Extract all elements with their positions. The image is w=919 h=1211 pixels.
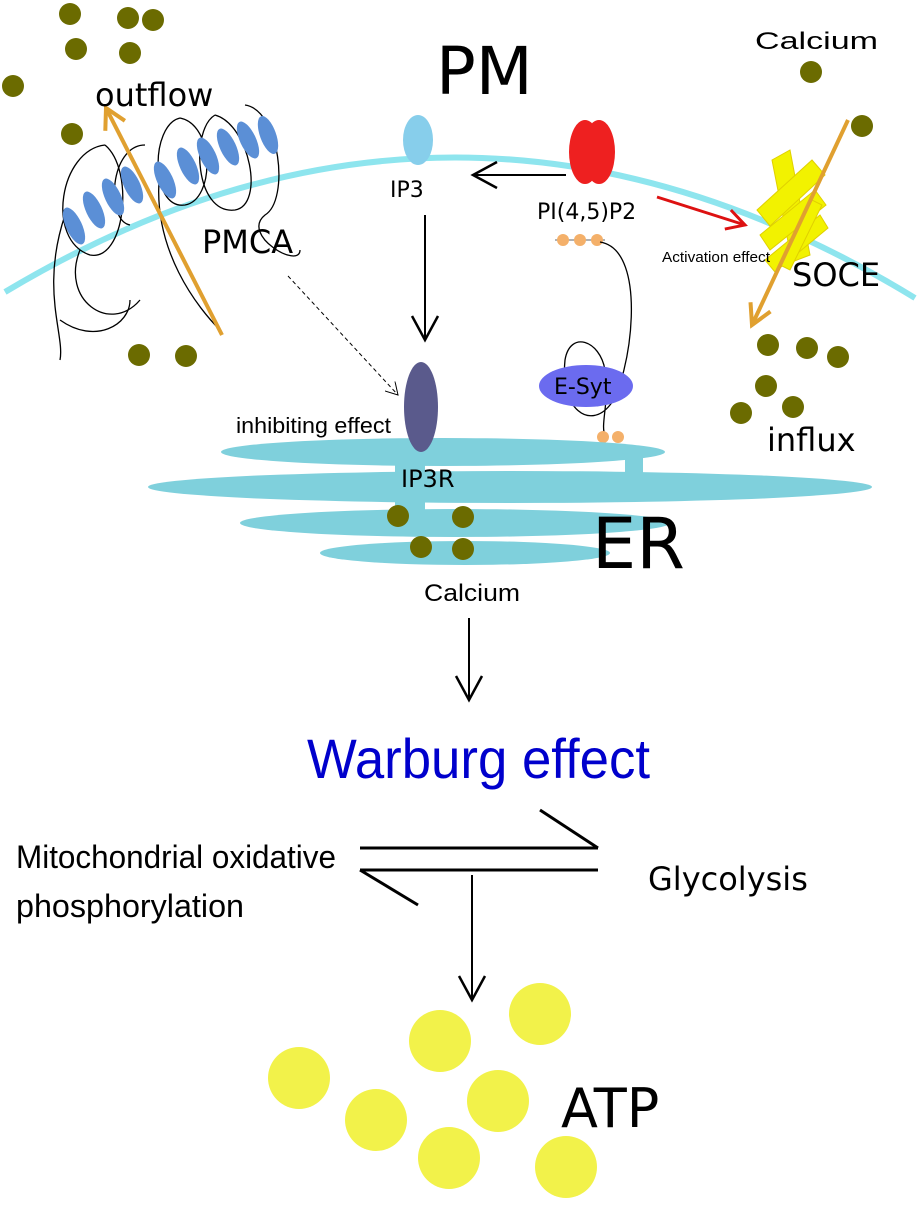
calcium-dot — [117, 7, 139, 29]
atp-dot — [467, 1070, 529, 1132]
label-glycolysis: Glycolysis — [648, 860, 808, 898]
pmca-segments — [62, 116, 279, 245]
ip3-molecule — [403, 115, 433, 165]
calcium-dot — [452, 538, 474, 560]
label-outflow: outflow — [95, 76, 213, 114]
label-warburg: Warburg effect — [307, 727, 650, 790]
label-atp: ATP — [561, 1077, 659, 1140]
label-calcium-top: Calcium — [755, 28, 878, 55]
calcium-dot — [119, 42, 141, 64]
lipid-heads-top — [555, 234, 605, 246]
calcium-dot — [61, 123, 83, 145]
calcium-dot — [782, 396, 804, 418]
atp-dot — [418, 1127, 480, 1189]
inhibiting-arrow — [287, 275, 398, 395]
calcium-dot — [755, 375, 777, 397]
atp-dot — [535, 1136, 597, 1198]
endoplasmic-reticulum — [148, 438, 872, 565]
influx-arrow — [752, 119, 850, 325]
pip2-molecule — [569, 120, 615, 184]
atp-dot — [345, 1089, 407, 1151]
atp-dot — [509, 983, 571, 1045]
label-influx: influx — [767, 421, 856, 459]
calcium-dot — [851, 115, 873, 137]
calcium-dot — [452, 506, 474, 528]
label-inhibiting-effect: inhibiting effect — [236, 413, 391, 438]
label-calcium-er: Calcium — [424, 580, 520, 607]
label-pmca: PMCA — [202, 223, 293, 261]
equilibrium-arrows — [359, 808, 599, 907]
label-mito-line1: Mitochondrial oxidative — [16, 839, 336, 875]
activation-arrow — [656, 195, 748, 231]
calcium-dot — [175, 345, 197, 367]
calcium-influx-cluster — [730, 61, 873, 424]
calcium-outflow-cluster — [2, 3, 197, 367]
label-ip3: IP3 — [390, 178, 424, 203]
label-soce: SOCE — [792, 256, 880, 294]
calcium-dot — [410, 536, 432, 558]
label-er: ER — [592, 503, 685, 585]
label-pm: PM — [436, 33, 533, 110]
calcium-dot — [59, 3, 81, 25]
label-pip2: PI(4,5)P2 — [537, 200, 636, 225]
calcium-dot — [387, 505, 409, 527]
calcium-dot — [757, 334, 779, 356]
calcium-dot — [730, 402, 752, 424]
label-activation-effect: Activation effect — [662, 249, 771, 266]
label-esyt: E-Syt — [554, 375, 612, 400]
outflow-arrow — [106, 108, 224, 336]
atp-dot — [409, 1010, 471, 1072]
calcium-dot — [128, 344, 150, 366]
calcium-dot — [65, 38, 87, 60]
pmca-pump — [53, 104, 301, 361]
calcium-dot — [827, 346, 849, 368]
calcium-dot — [796, 337, 818, 359]
esyt-protein — [539, 365, 633, 407]
calcium-dot — [142, 9, 164, 31]
calcium-er-cluster — [387, 505, 474, 560]
lipid-heads-bottom — [597, 431, 624, 443]
label-mito-line2: phosphorylation — [16, 888, 244, 924]
calcium-dot — [800, 61, 822, 83]
ip3r-receptor — [404, 362, 438, 452]
label-ip3r: IP3R — [401, 465, 455, 493]
calcium-dot — [2, 75, 24, 97]
atp-dot — [268, 1047, 330, 1109]
atp-cluster — [268, 983, 597, 1198]
